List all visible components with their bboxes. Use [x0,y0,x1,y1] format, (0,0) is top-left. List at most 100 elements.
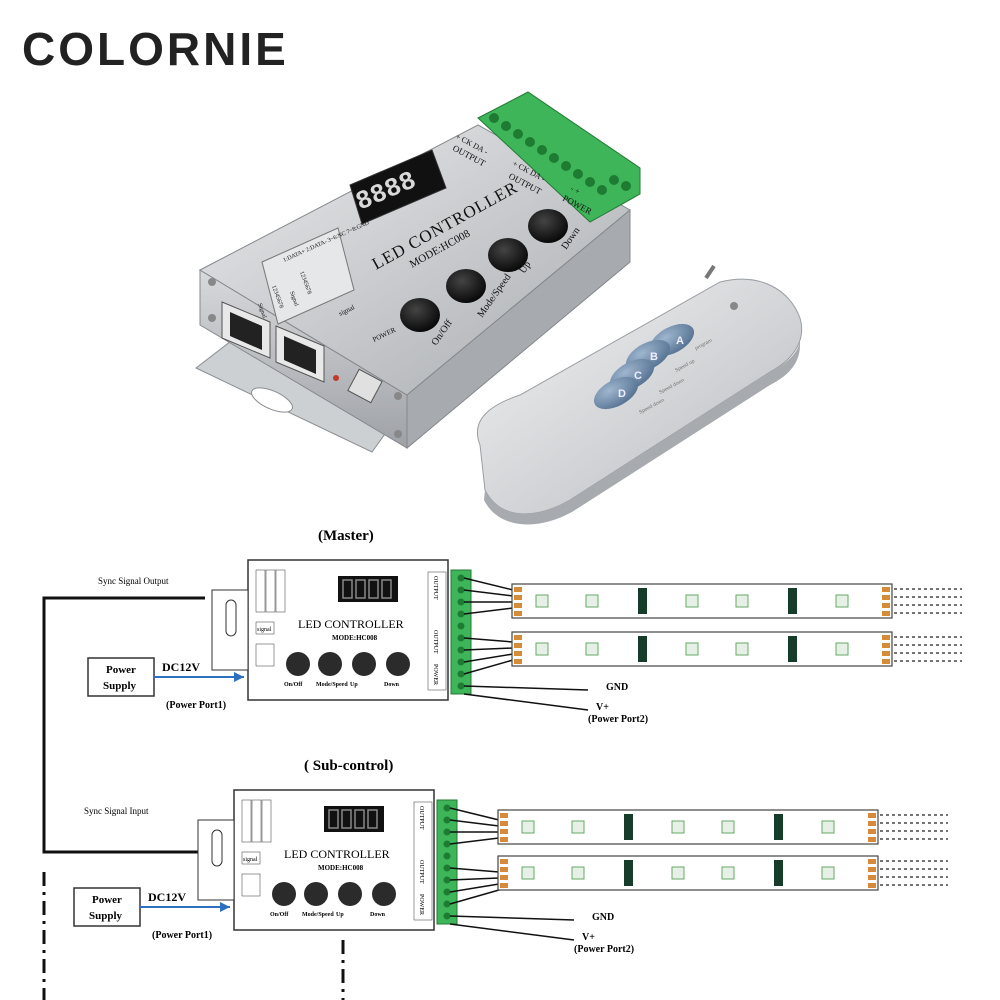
led-strip [511,631,893,667]
terminal-screw [443,840,451,848]
onoff-button[interactable] [400,298,440,332]
pin-legend-cell [241,799,252,843]
strip-solder-pad [514,635,522,640]
power-tag-box [255,643,275,667]
terminal-screw [443,864,451,872]
unit-button-label: Down [370,912,386,918]
remote-key-d[interactable] [589,370,644,415]
strip-solder-pad [882,643,890,648]
unit-button-label: On/Off [284,682,303,688]
gnd-label: GND [606,682,628,693]
terminal-screw [443,900,451,908]
unit-mode: MODE:HC008 [332,634,378,642]
data-wire [449,867,500,873]
screw [208,278,216,286]
strip-led [585,594,599,608]
strip-solder-pad [882,651,890,656]
strip-solder-pad [882,587,890,592]
output-tag: OUTPUT [418,860,424,884]
strip-ic-chip [774,814,783,840]
strip-ic-chip [788,636,797,662]
terminal-screw [443,828,451,836]
strip-solder-pad [514,651,522,656]
sync-cable [42,596,205,854]
sync-port-slot [211,829,223,867]
strip-solder-pad [500,813,508,818]
unit-button-label: Down [384,682,400,688]
dc-jack [347,368,383,404]
terminal-screw [443,912,451,920]
signal-tag: signal [243,857,258,863]
power-port1-label: (Power Port1) [166,700,226,711]
status-led [333,375,339,381]
unit-button [304,882,328,906]
unit-button [352,652,376,676]
brand-logo: COLORNIE [22,23,289,75]
signal-a: Signal [256,303,267,320]
unit-heading: ( Sub-control) [304,758,393,774]
strip-solder-pad [500,875,508,880]
unit-terminal-block [450,569,472,695]
remote-key-b-letter: B [650,351,658,363]
strip-led [571,866,585,880]
seven-segment-display [349,149,447,225]
up-button[interactable] [488,238,528,272]
data-wire [449,889,500,905]
data-wire [449,883,500,893]
controller-buttons [400,209,568,332]
strip-led [721,866,735,880]
strip-led [721,820,735,834]
pin-legend-cell [275,569,286,613]
terminal-screw [457,586,465,594]
strip-ic-chip [638,636,647,662]
strip-solder-pad [500,867,508,872]
strip-led [571,820,585,834]
pin-legend-cell [261,799,272,843]
dc-power-arrowhead [234,672,244,682]
terminal-screw [457,610,465,618]
sync-label: Sync Signal Input [84,806,149,816]
gnd-wire [463,685,589,691]
data-wire [449,877,500,881]
screw [394,430,402,438]
strip-led [821,820,835,834]
strip-led [685,642,699,656]
down-button[interactable] [528,209,568,243]
strip-ic-chip [624,814,633,840]
data-wire [463,589,514,597]
strip-led [521,820,535,834]
terminal-screw [457,574,465,582]
data-wire [463,607,514,615]
signal-tag: signal [257,627,272,633]
pin-legend-cell [255,569,266,613]
power-port2-label: (Power Port2) [574,944,634,955]
strip-solder-pad [868,867,876,872]
terminal-screw [457,682,465,690]
display-digit [368,579,379,599]
data-wire [449,837,500,845]
remote-key-a-letter: A [676,335,684,347]
strip-ic-chip [624,860,633,886]
screw [208,314,216,322]
terminal-screw [457,622,465,630]
sync-port-slot [225,599,237,637]
strip-ic-chip [788,588,797,614]
signal-b: Signal [288,291,299,308]
strip-solder-pad [500,829,508,834]
display-digit [342,579,353,599]
strip-ic-chip [638,588,647,614]
strip-led [535,594,549,608]
strip-solder-pad [514,603,522,608]
dc-label: DC12V [162,660,200,674]
remote-led [730,302,738,310]
data-wire [463,637,514,643]
output-tag: OUTPUT [432,576,438,600]
mode-speed-button[interactable] [446,269,486,303]
power-supply-label-line2: Supply [89,910,123,922]
terminal-screw [443,852,451,860]
unit-button-label: Mode/Speed [316,682,348,688]
display-digit [367,809,378,829]
strip-solder-pad [514,659,522,664]
